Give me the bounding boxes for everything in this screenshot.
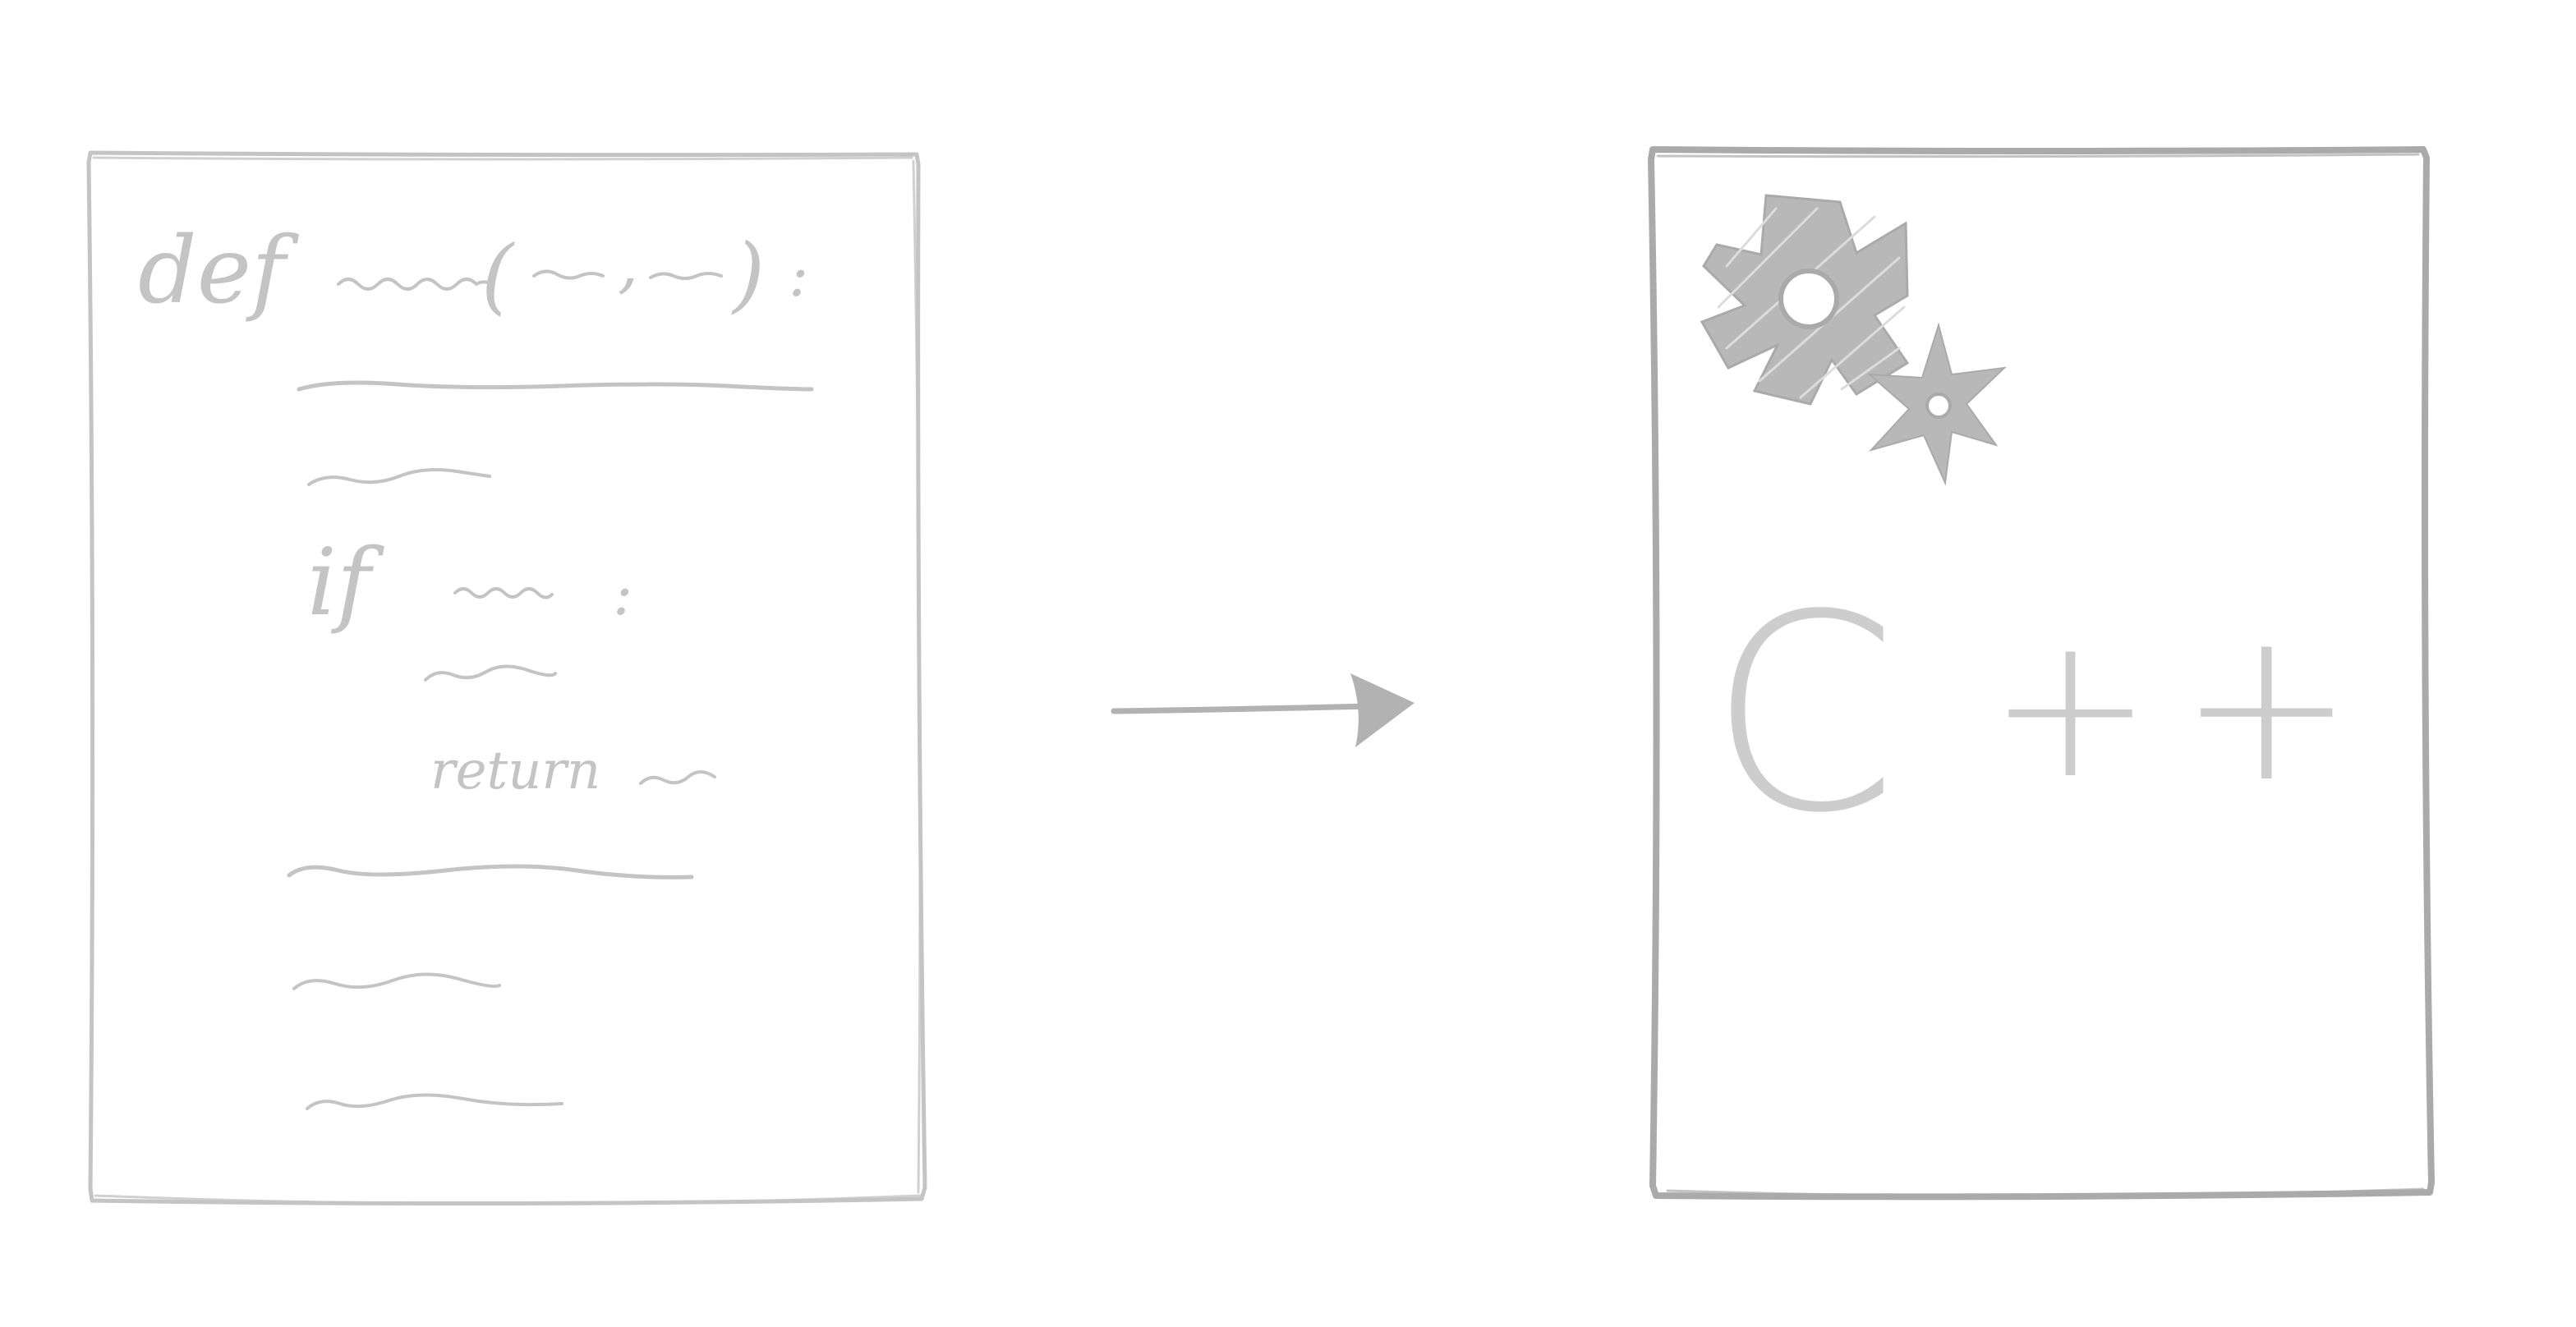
arrow-shaft [1111, 703, 1373, 714]
code-line-squiggle [306, 1093, 564, 1110]
code-line-squiggle [287, 864, 694, 879]
if-condition-squiggle [453, 587, 554, 599]
star-hub [1925, 393, 1952, 419]
cpp-page-frame-overdraw [1656, 153, 2425, 1198]
if-colon: : [613, 559, 632, 628]
arg-comma: , [618, 225, 638, 301]
if-keyword: if [307, 530, 385, 636]
gear-hub [1778, 269, 1839, 329]
cpp-lettering: C + + [1709, 557, 2355, 872]
def-keyword: def [138, 218, 300, 324]
argument-1-squiggle [532, 269, 605, 280]
code-line-squiggle [292, 972, 501, 990]
def-colon: : [789, 241, 808, 310]
arrow-head [1350, 673, 1414, 747]
gear-icon [1700, 194, 1910, 406]
paren-close: ) [731, 226, 765, 322]
python-source-document: def ( , ) : if : return [86, 150, 927, 1206]
star-icon [1867, 322, 2007, 486]
return-value-squiggle [639, 770, 716, 785]
function-name-squiggle [337, 278, 490, 291]
code-line-squiggle [297, 380, 814, 392]
cpp-plus-1: + [1988, 592, 2153, 822]
cpp-letter-c: C [1709, 557, 1898, 872]
arrow-right-icon [1111, 673, 1414, 747]
code-line-squiggle [424, 664, 557, 682]
cpp-output-document: C + + [1648, 146, 2435, 1201]
code-line-squiggle [307, 468, 491, 486]
python-page-frame [86, 150, 927, 1206]
paren-open: ( [481, 227, 515, 324]
return-keyword: return [430, 741, 600, 801]
argument-2-squiggle [649, 272, 723, 280]
cpp-page-frame [1648, 146, 2435, 1201]
cpp-plus-2: + [2178, 584, 2355, 829]
python-page-frame-overdraw [92, 156, 922, 1205]
